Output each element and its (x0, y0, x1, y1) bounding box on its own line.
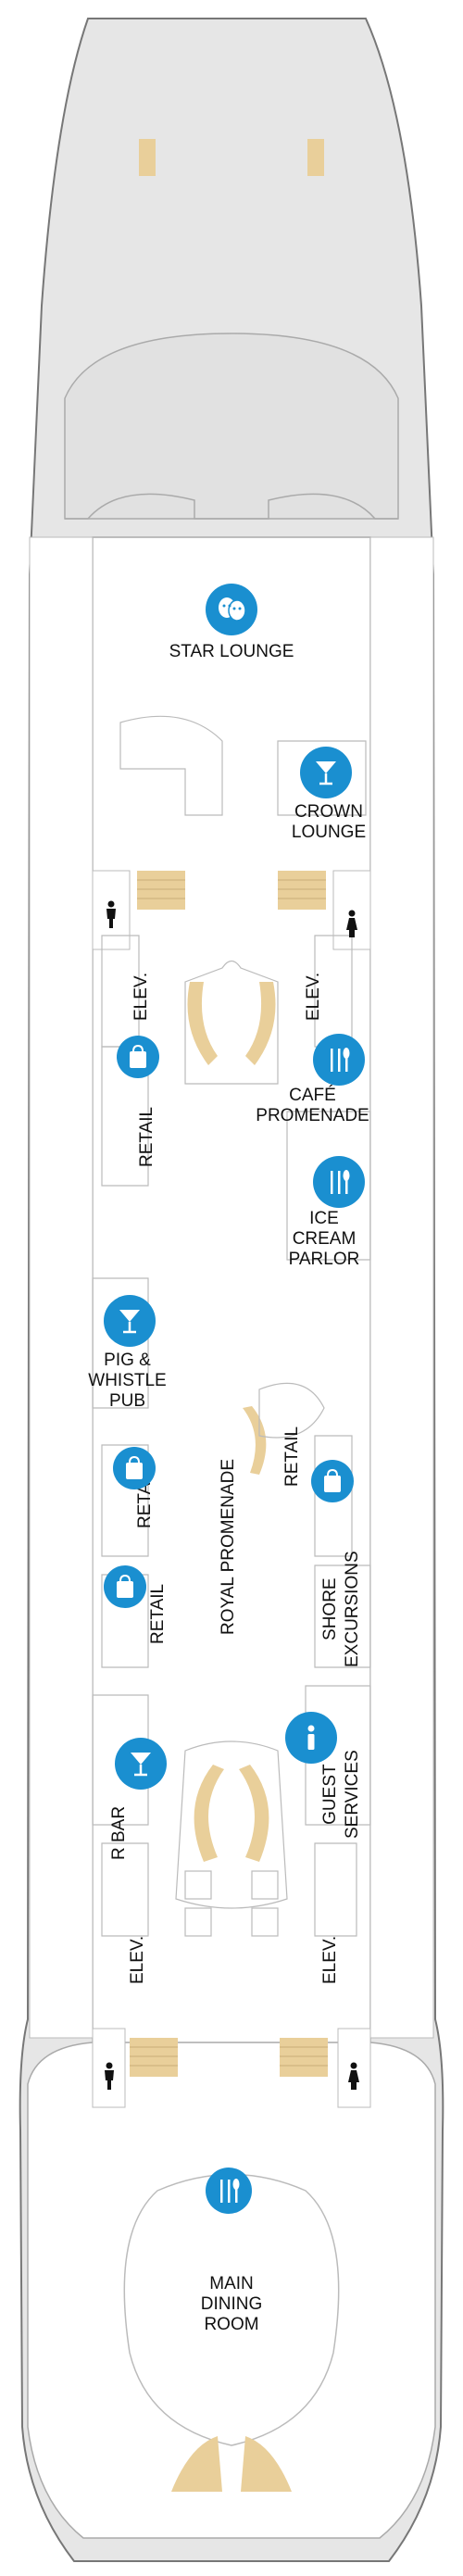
shopping-bag-icon[interactable] (113, 1447, 156, 1489)
shopping-bag-icon[interactable] (311, 1460, 354, 1502)
label-elev-1: ELEV. (131, 972, 151, 1021)
label-shore-excursions: SHORE EXCURSIONS (320, 1551, 362, 1667)
restroom-person-icon (105, 2062, 114, 2090)
dining-room-outline (123, 2173, 340, 2446)
restroom-person-icon (346, 910, 357, 937)
stairwell-fwd-stbd (278, 871, 326, 910)
label-guest-services: GUEST SERVICES (320, 1750, 362, 1839)
label-retail-3: RETAIL (282, 1426, 302, 1487)
stairwell-aft-port (130, 2038, 178, 2077)
bow-section (64, 333, 399, 520)
curved-stairs-fwd (187, 982, 276, 1065)
dining-stairs (171, 2436, 292, 2492)
aft-dining-area (27, 2042, 436, 2539)
label-retail-1: RETAIL (137, 1106, 156, 1167)
cocktail-glass-icon[interactable] (104, 1295, 156, 1347)
shopping-bag-icon[interactable] (117, 1036, 159, 1078)
shopping-bag-icon[interactable] (104, 1565, 146, 1608)
theater-masks-icon[interactable] (206, 584, 257, 635)
stairwell-fwd-port (137, 871, 185, 910)
label-ice-cream-parlor: ICE CREAM PARLOR (288, 1209, 360, 1269)
fork-knife-spoon-icon[interactable] (313, 1156, 365, 1208)
label-pig-whistle-pub: PIG & WHISTLE PUB (88, 1351, 167, 1411)
label-cafe-promenade: CAFÉ PROMENADE (256, 1086, 369, 1125)
information-icon[interactable] (285, 1712, 337, 1764)
fork-knife-spoon-icon[interactable] (206, 2168, 252, 2214)
restroom-person-icon (106, 900, 116, 928)
restroom-box-fwd-port (92, 870, 131, 950)
restroom-person-icon (348, 2062, 359, 2090)
label-crown-lounge: CROWN LOUNGE (291, 802, 367, 842)
cocktail-glass-icon[interactable] (115, 1738, 167, 1790)
cocktail-glass-icon[interactable] (300, 747, 352, 798)
label-elev-3: ELEV. (128, 1935, 147, 1984)
bow-stairs-left (139, 139, 156, 176)
port-side-strip (29, 536, 94, 2039)
label-elev-4: ELEV. (320, 1935, 340, 1984)
label-elev-2: ELEV. (304, 972, 323, 1021)
fork-knife-spoon-icon[interactable] (313, 1034, 365, 1086)
bow-cutout (65, 493, 398, 520)
label-retail-4: RETAIL (148, 1583, 168, 1644)
label-royal-promenade: ROYAL PROMENADE (219, 1458, 238, 1635)
curved-stairs-mid (243, 1406, 267, 1475)
bow-stairs-right (307, 139, 324, 176)
stairwell-aft-stbd (280, 2038, 328, 2077)
label-main-dining-room: MAIN DINING ROOM (200, 2274, 263, 2334)
starboard-side-strip (369, 536, 434, 2039)
label-r-bar: R BAR (109, 1805, 129, 1860)
curved-stairs-aft (194, 1765, 269, 1862)
label-star-lounge: STAR LOUNGE (169, 642, 294, 661)
